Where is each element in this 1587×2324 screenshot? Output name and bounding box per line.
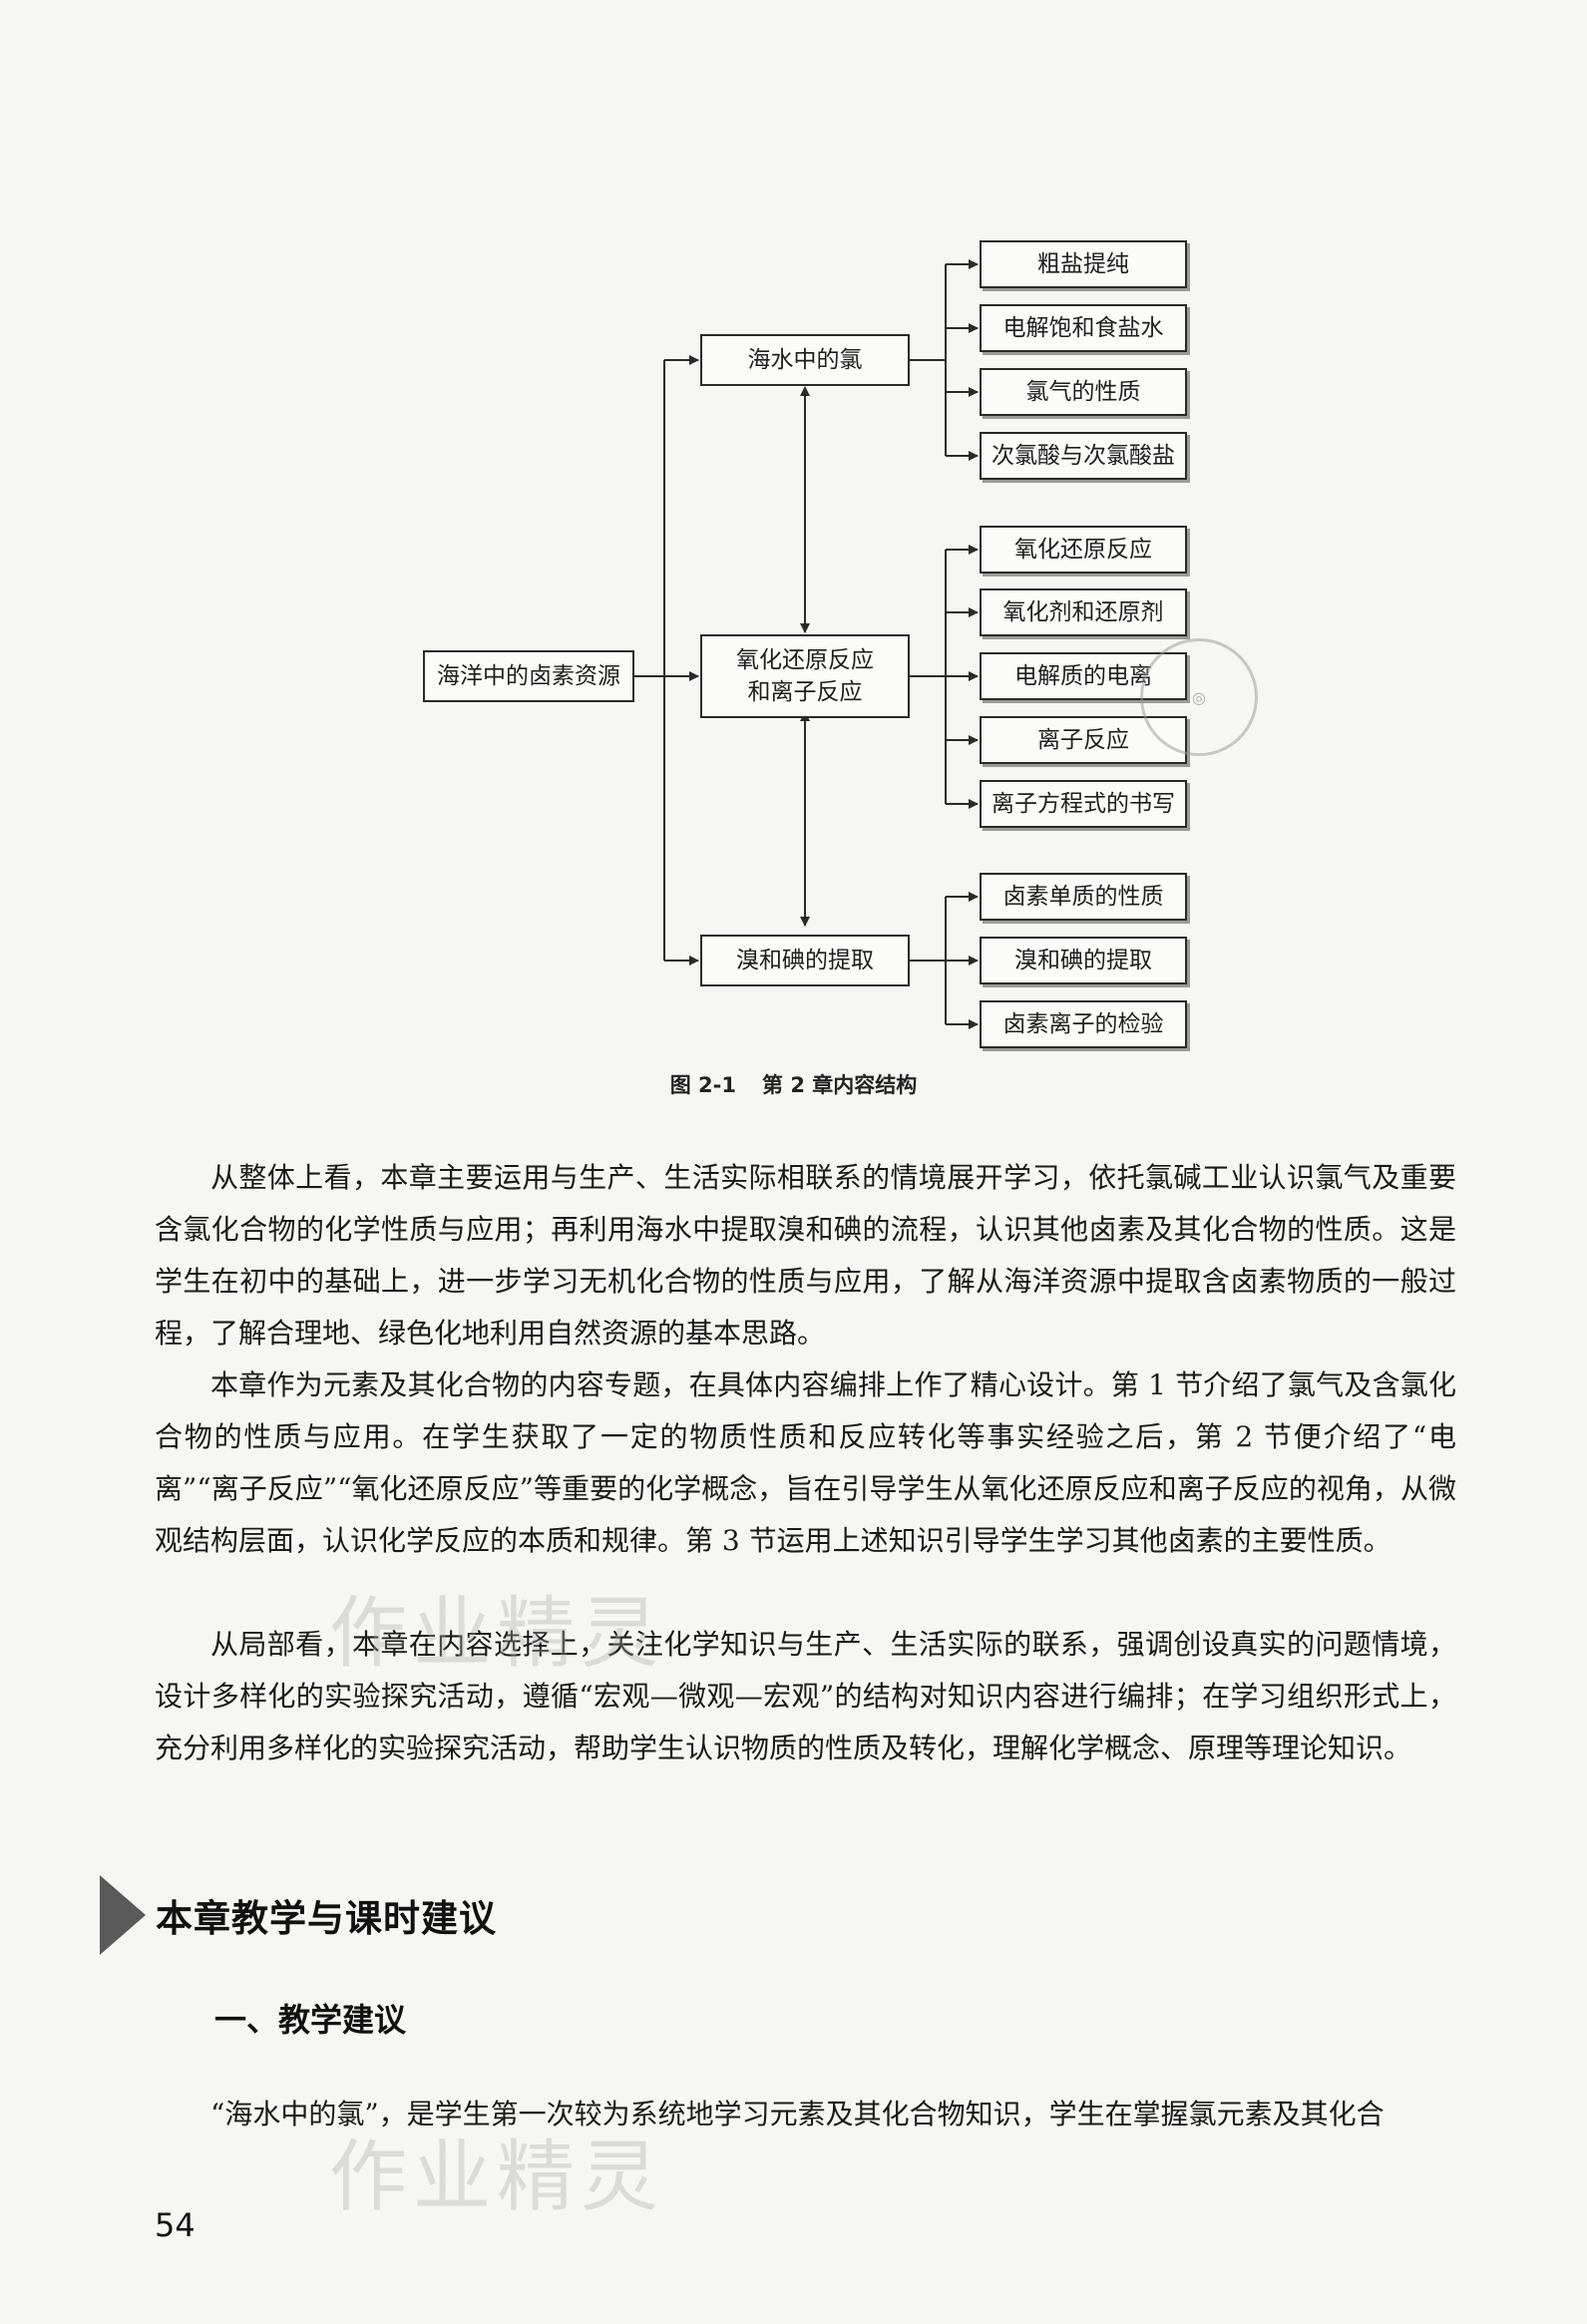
content-structure-diagram: 海洋中的卤素资源 海水中的氯 粗盐提纯 电解饱和食盐水 氯气的性质 次氯酸与次氯…: [0, 0, 1587, 1057]
leaf-label: 离子方程式的书写: [992, 791, 1175, 817]
paragraph-4: “海水中的氯”，是学生第一次较为系统地学习元素及其化合物知识，学生在掌握氯元素及…: [210, 2098, 1385, 2130]
leaf-label: 卤素离子的检验: [1002, 1011, 1164, 1037]
leaf-label: 离子反应: [1037, 727, 1129, 753]
leaf-label: 电解质的电离: [1014, 663, 1152, 689]
figure-title: 第 2 章内容结构: [762, 1073, 918, 1097]
leaf-box: 氧化剂和还原剂: [980, 588, 1187, 636]
leaf-box: 卤素单质的性质: [980, 873, 1187, 921]
leaf-label: 电解饱和食盐水: [1002, 315, 1164, 341]
leaf-label: 卤素单质的性质: [1002, 884, 1164, 910]
leaf-label: 次氯酸与次氯酸盐: [992, 443, 1175, 469]
paragraph-1: 从整体上看，本章主要运用与生产、生活实际相联系的情境展开学习，依托氯碱工业认识氯…: [155, 1161, 1456, 1350]
leaf-label: 氧化剂和还原剂: [1002, 599, 1164, 625]
diagram-connectors: [634, 259, 979, 1029]
diagram-root-label: 海洋中的卤素资源: [437, 663, 620, 689]
leaf-label: 氧化还原反应: [1014, 537, 1152, 563]
leaf-box: 离子方程式的书写: [980, 780, 1187, 828]
branch-box-redox-ionic: 氧化还原反应 和离子反应: [700, 634, 910, 718]
leaf-box: 氧化还原反应: [980, 526, 1187, 574]
branch-box-seawater-chlorine: 海水中的氯: [700, 334, 910, 386]
section-title: 本章教学与课时建议: [156, 1897, 497, 1940]
leaf-box: 溴和碘的提取: [980, 937, 1187, 984]
leaf-box: 次氯酸与次氯酸盐: [980, 432, 1187, 480]
figure-number: 图 2-1: [669, 1073, 737, 1097]
leaf-box: 氯气的性质: [980, 368, 1187, 416]
page-number: 54: [155, 2206, 196, 2244]
leaf-label: 粗盐提纯: [1037, 251, 1129, 277]
section-heading: 本章教学与课时建议: [100, 1875, 497, 1955]
watermark: 作业精灵: [329, 1589, 665, 1679]
branch-label-line2: 和离子反应: [747, 679, 863, 705]
leaf-box: 卤素离子的检验: [980, 1000, 1187, 1048]
paragraph-2: 本章作为元素及其化合物的内容专题，在具体内容编排上作了精心设计。第 1 节介绍了…: [155, 1368, 1456, 1557]
paragraph-3: 从局部看，本章在内容选择上，关注化学知识与生产、生活实际的联系，强调创设真实的问…: [155, 1628, 1456, 1764]
section-marker-icon: [100, 1875, 146, 1955]
figure-caption: 图 2-1 第 2 章内容结构: [0, 1069, 1587, 1099]
branch-box-bromine-iodine: 溴和碘的提取: [700, 935, 910, 986]
leaf-label: 溴和碘的提取: [1014, 948, 1152, 973]
leaf-box: 电解饱和食盐水: [980, 304, 1187, 352]
leaf-box: 粗盐提纯: [980, 240, 1187, 288]
diagram-root-box: 海洋中的卤素资源: [423, 650, 634, 702]
watermark-stamp: ◎: [1140, 638, 1258, 756]
watermark-bottom: 作业精灵: [329, 2132, 665, 2222]
branch-label: 海水中的氯: [747, 347, 863, 373]
branch-label-line1: 氧化还原反应: [736, 647, 874, 673]
subheading: 一、教学建议: [214, 2001, 407, 2039]
leaf-label: 氯气的性质: [1025, 379, 1141, 405]
branch-label: 溴和碘的提取: [736, 948, 874, 973]
